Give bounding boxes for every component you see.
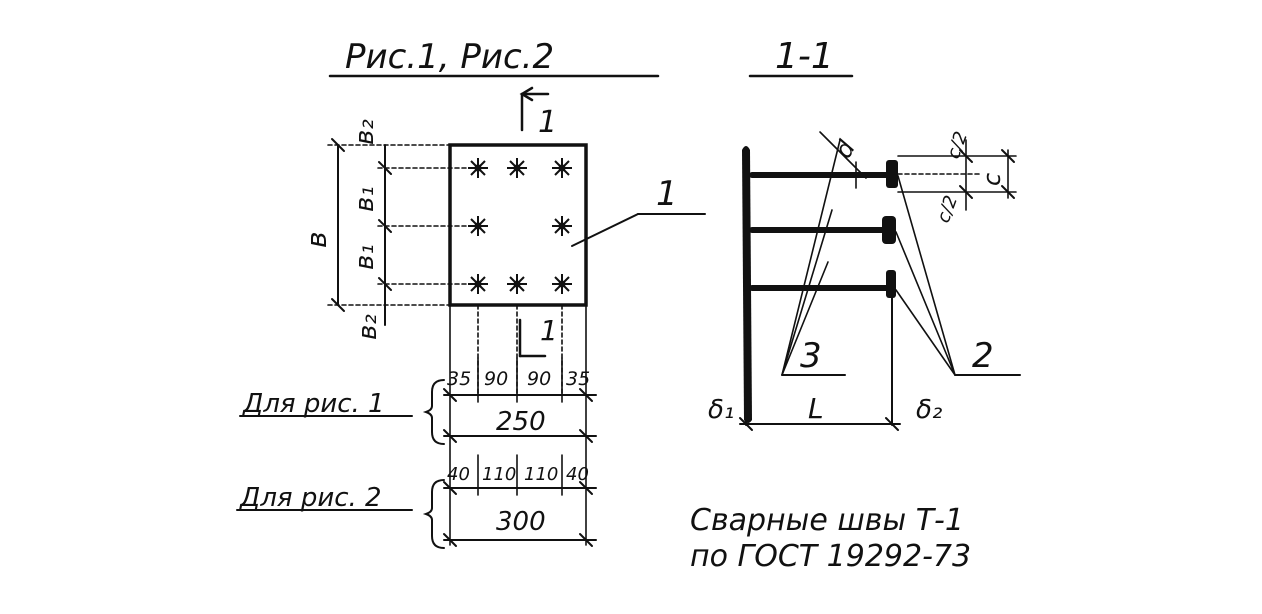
fig1-spacing-4: 35 (566, 368, 590, 390)
fig1-label: Для рис. 1 (242, 389, 385, 419)
dim-b1-top-label: в₁ (350, 186, 380, 212)
fig2-spacing-4: 40 (566, 464, 589, 485)
plan-view: 1 1 1 (300, 86, 706, 546)
section-view (739, 131, 1021, 431)
dim-B-label: в (300, 231, 333, 248)
weld-note-line2: по ГОСТ 19292-73 (690, 539, 971, 574)
section-mark-top (519, 86, 550, 132)
section-mark-bottom-label: 1 (540, 314, 558, 347)
fig1-spacing-1: 35 (447, 368, 471, 390)
fig1-dimensions (422, 357, 597, 445)
dim-d-label: d (829, 135, 861, 163)
horizontal-extension-lines (449, 304, 587, 546)
dim-b2-bottom-label: в₂ (353, 314, 383, 340)
fig2-total: 300 (496, 507, 546, 537)
fig2-label: Для рис. 2 (239, 483, 382, 513)
fig1-spacing-2: 90 (484, 368, 508, 390)
thickness-left-label: δ₁ (708, 395, 734, 425)
fig2-spacing-2: 110 (482, 464, 516, 485)
section-mark-bottom (518, 318, 547, 358)
section-mark-top-label: 1 (538, 105, 557, 140)
dim-b1-bottom-label: в₁ (350, 244, 380, 270)
dim-c-label: c (978, 173, 1006, 186)
fig1-spacing-3: 90 (527, 368, 551, 390)
weld-note-line1: Сварные швы Т-1 (690, 503, 964, 538)
length-label: L (808, 392, 824, 425)
stud-weld-pattern (467, 157, 573, 295)
fig2-spacing-3: 110 (524, 464, 558, 485)
fig1-total: 250 (496, 407, 546, 437)
plate-outline (448, 143, 588, 307)
rod-head-3 (886, 270, 896, 298)
dim-b2-top-label: в₂ (350, 119, 380, 145)
callout-1-leader (571, 213, 706, 247)
fig2-dimensions (422, 454, 597, 549)
dim-c2-bottom-label: c/2 (933, 193, 962, 226)
figures-title: Рис.1, Рис.2 (345, 37, 554, 77)
fig2-spacing-1: 40 (447, 464, 470, 485)
rod-head-2 (882, 216, 896, 244)
vertical-dimension-chain (327, 138, 469, 326)
callout-1-label: 1 (656, 174, 678, 214)
thickness-right-label: δ₂ (916, 395, 942, 425)
section-title: 1-1 (775, 36, 834, 77)
rod-head-1 (886, 160, 898, 188)
callout-2-label: 2 (972, 336, 994, 376)
callout-3-label: 3 (800, 336, 822, 376)
